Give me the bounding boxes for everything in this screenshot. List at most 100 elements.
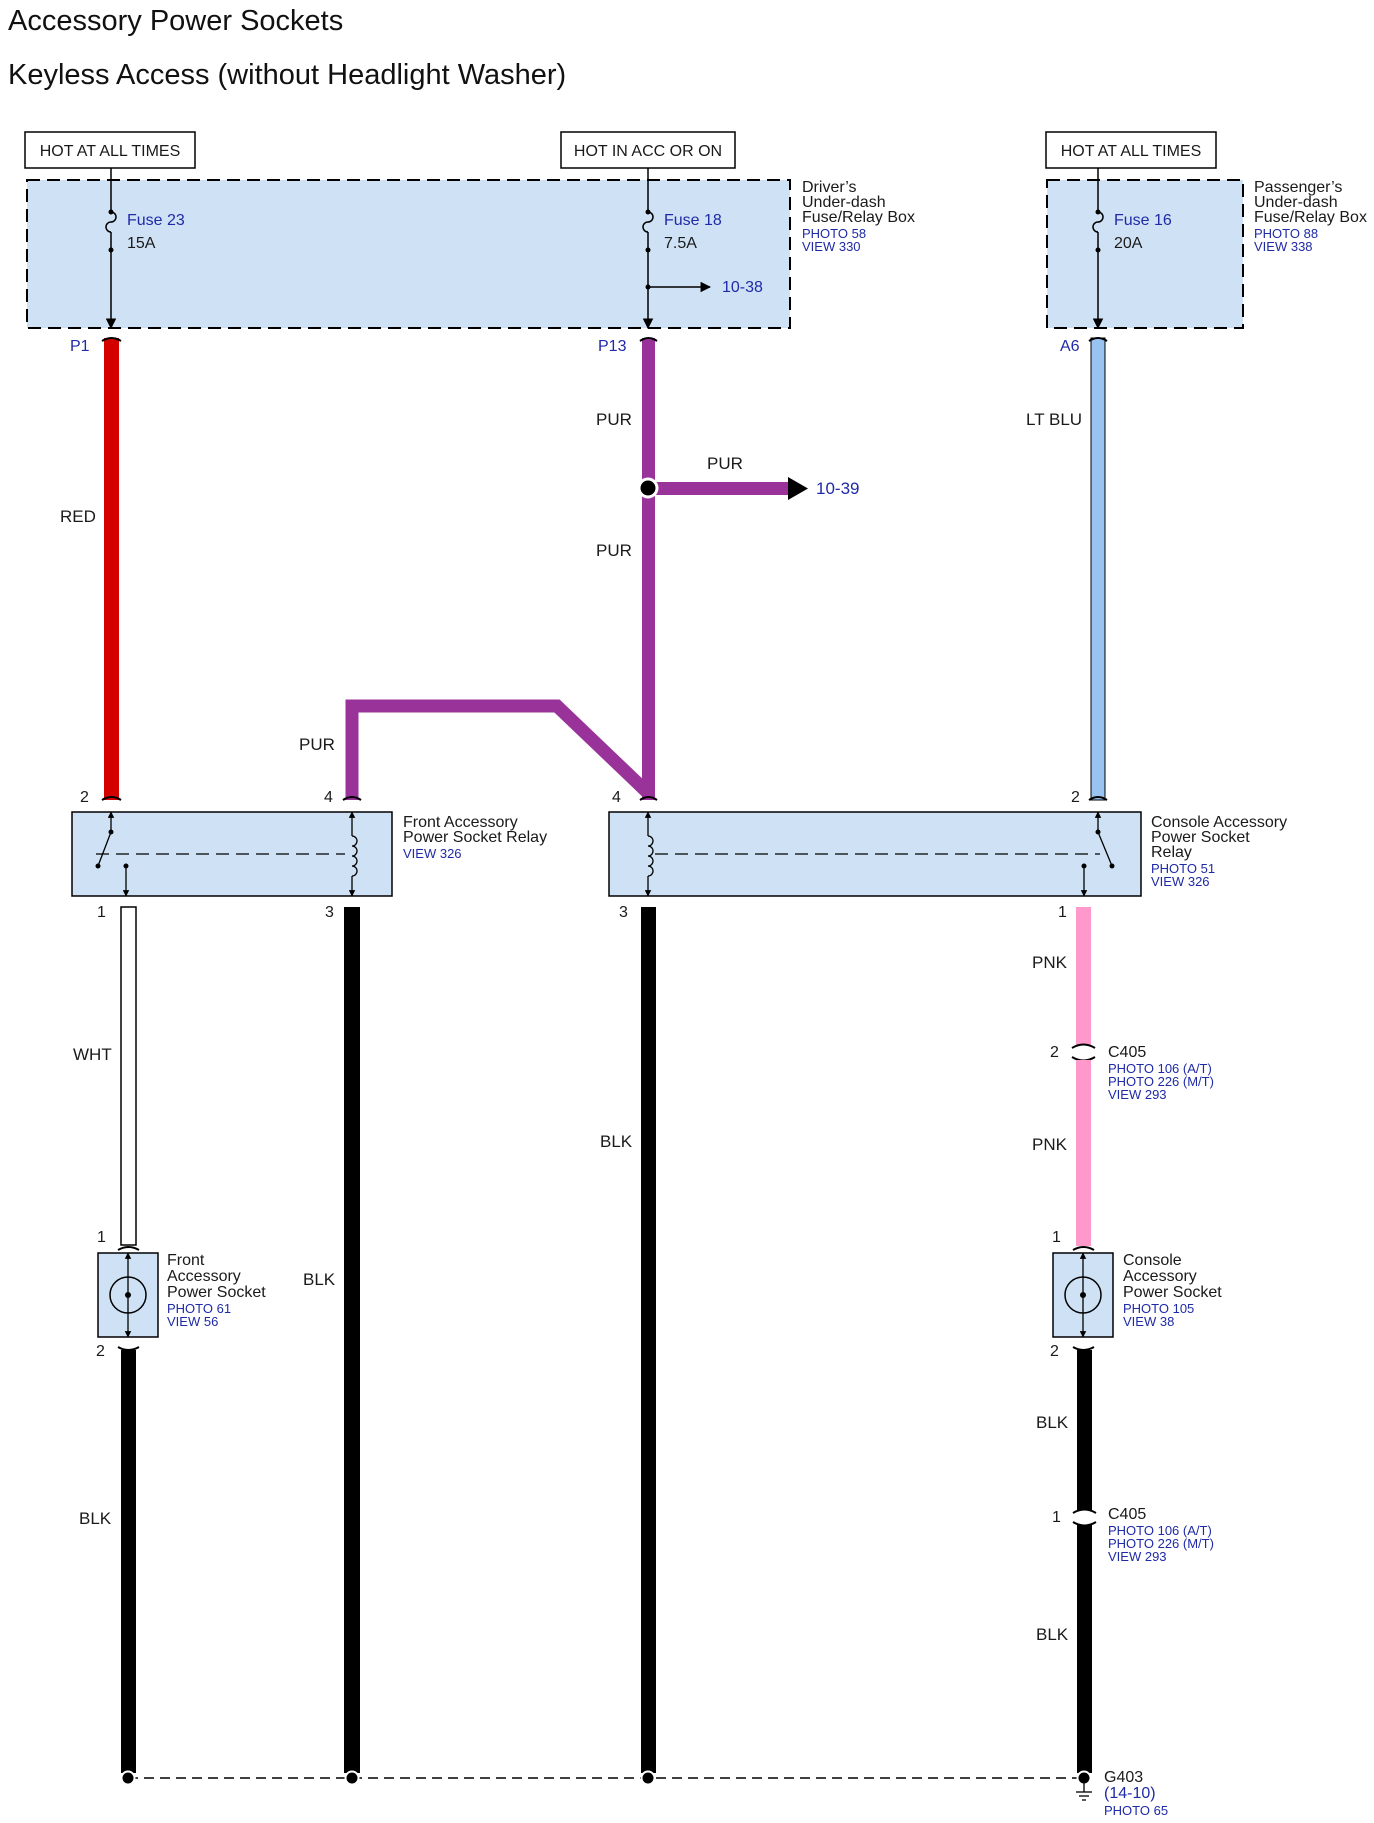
ground-ref: (14-10) xyxy=(1104,1785,1156,1802)
wire-label-pur-lower: PUR xyxy=(596,541,632,560)
svg-text:VIEW 293: VIEW 293 xyxy=(1108,1087,1167,1102)
console-relay-pin-2: 2 xyxy=(1071,789,1080,806)
svg-text:Accessory: Accessory xyxy=(167,1268,241,1285)
page-title: Accessory Power Sockets xyxy=(8,5,343,37)
svg-text:PHOTO 88: PHOTO 88 xyxy=(1254,226,1318,241)
svg-text:Power Socket: Power Socket xyxy=(167,1284,266,1301)
console-power-socket: Console Accessory Power Socket PHOTO 105… xyxy=(1052,1252,1222,1338)
svg-text:PHOTO 58: PHOTO 58 xyxy=(802,226,866,241)
svg-text:Under-dash: Under-dash xyxy=(1254,194,1338,211)
svg-text:Power Socket: Power Socket xyxy=(1123,1284,1222,1301)
ground-bus xyxy=(120,1770,1092,1801)
svg-text:Passenger’s: Passenger’s xyxy=(1254,179,1342,196)
fuse-18-label: Fuse 18 xyxy=(664,212,722,229)
svg-text:C405: C405 xyxy=(1108,1044,1146,1061)
wire-black-console-upper xyxy=(1077,1350,1092,1510)
console-socket-pin-2: 2 xyxy=(1050,1343,1059,1360)
connector-caps-top xyxy=(101,337,1108,801)
svg-text:PHOTO 106 (A/T): PHOTO 106 (A/T) xyxy=(1108,1523,1212,1538)
wire-label-blk-front-socket: BLK xyxy=(79,1509,112,1528)
svg-text:PHOTO 226 (M/T): PHOTO 226 (M/T) xyxy=(1108,1536,1214,1551)
front-relay-pin-3: 3 xyxy=(325,904,334,921)
svg-text:1: 1 xyxy=(1052,1509,1061,1526)
wire-label-blk-relay1: BLK xyxy=(303,1270,336,1289)
wire-black-front-relay xyxy=(344,907,360,1773)
wire-red xyxy=(104,338,119,800)
svg-text:PHOTO 61: PHOTO 61 xyxy=(167,1301,231,1316)
wire-white xyxy=(120,906,137,1246)
svg-text:PHOTO 51: PHOTO 51 xyxy=(1151,861,1215,876)
front-relay-pin-2: 2 xyxy=(80,789,89,806)
svg-text:Front: Front xyxy=(167,1252,205,1269)
front-relay-pin-1: 1 xyxy=(97,904,106,921)
svg-text:Console: Console xyxy=(1123,1252,1182,1269)
fuse-16-label: Fuse 16 xyxy=(1114,212,1172,229)
svg-text:Console Accessory: Console Accessory xyxy=(1151,814,1287,831)
fuse-23-rating: 15A xyxy=(127,235,156,252)
terminal-p1: P1 xyxy=(70,338,90,355)
fuse-18-rating: 7.5A xyxy=(664,235,697,252)
console-relay-pin-4: 4 xyxy=(612,789,621,806)
wire-label-blk-console-upper: BLK xyxy=(1036,1413,1069,1432)
console-relay-pin-3: 3 xyxy=(619,904,628,921)
ground-photo: PHOTO 65 xyxy=(1104,1803,1168,1818)
svg-text:Accessory: Accessory xyxy=(1123,1268,1197,1285)
power-label-right: HOT AT ALL TIMES xyxy=(1045,131,1217,169)
fuse-16-rating: 20A xyxy=(1114,235,1143,252)
wire-black-front-socket xyxy=(121,1350,136,1773)
front-relay: Front Accessory Power Socket Relay VIEW … xyxy=(71,811,547,897)
wire-pink-lower xyxy=(1076,1060,1091,1246)
wire-label-lt-blu: LT BLU xyxy=(1026,410,1082,429)
svg-text:PHOTO 105: PHOTO 105 xyxy=(1123,1301,1194,1316)
wire-label-pnk-upper: PNK xyxy=(1032,953,1068,972)
wire-label-pnk-lower: PNK xyxy=(1032,1135,1068,1154)
wire-purple-jog xyxy=(345,699,653,800)
page-subtitle: Keyless Access (without Headlight Washer… xyxy=(8,59,566,91)
svg-text:HOT AT ALL TIMES: HOT AT ALL TIMES xyxy=(40,143,181,160)
wire-black-console-lower xyxy=(1077,1525,1092,1773)
svg-text:Under-dash: Under-dash xyxy=(802,194,886,211)
front-relay-pin-4: 4 xyxy=(324,789,333,806)
ground-g403: G403 xyxy=(1104,1769,1143,1786)
svg-text:Power Socket Relay: Power Socket Relay xyxy=(403,829,547,846)
terminal-p13: P13 xyxy=(598,338,627,355)
wire-lt-blue xyxy=(1090,337,1106,801)
front-power-socket: Front Accessory Power Socket PHOTO 61 VI… xyxy=(97,1252,266,1338)
passengers-fuse-box: Fuse 16 20A Passenger’s Under-dash Fuse/… xyxy=(1046,168,1367,330)
power-label-left: HOT AT ALL TIMES xyxy=(24,131,196,169)
console-relay: Console Accessory Power Socket Relay PHO… xyxy=(608,811,1287,897)
svg-text:Relay: Relay xyxy=(1151,844,1192,861)
wire-purple-branch xyxy=(648,482,788,495)
svg-text:VIEW 56: VIEW 56 xyxy=(167,1314,218,1329)
svg-text:Fuse/Relay Box: Fuse/Relay Box xyxy=(1254,209,1367,226)
wire-pink-upper xyxy=(1076,907,1091,1045)
console-socket-pin-1: 1 xyxy=(1052,1229,1061,1246)
svg-text:HOT AT ALL TIMES: HOT AT ALL TIMES xyxy=(1061,143,1202,160)
connector-c405-upper: 2 C405 PHOTO 106 (A/T) PHOTO 226 (M/T) V… xyxy=(1050,1043,1214,1102)
wire-label-wht: WHT xyxy=(73,1045,112,1064)
svg-text:VIEW 338: VIEW 338 xyxy=(1254,239,1313,254)
connector-c405-lower: 1 C405 PHOTO 106 (A/T) PHOTO 226 (M/T) V… xyxy=(1052,1506,1214,1564)
wire-label-red: RED xyxy=(60,507,96,526)
drivers-fuse-box: Fuse 23 15A 10-38 Fuse 18 7.5A Driver’s … xyxy=(26,168,915,330)
svg-text:Power Socket: Power Socket xyxy=(1151,829,1250,846)
wire-label-pur-left: PUR xyxy=(299,735,335,754)
svg-text:HOT IN ACC OR ON: HOT IN ACC OR ON xyxy=(574,143,722,160)
branch-ref-10-39: 10-39 xyxy=(816,479,859,498)
wire-label-blk-console-lower: BLK xyxy=(1036,1625,1069,1644)
wire-label-blk-relay2: BLK xyxy=(600,1132,633,1151)
svg-text:VIEW 326: VIEW 326 xyxy=(1151,874,1210,889)
svg-text:Fuse/Relay Box: Fuse/Relay Box xyxy=(802,209,915,226)
svg-text:C405: C405 xyxy=(1108,1506,1146,1523)
fuse-23-label: Fuse 23 xyxy=(127,212,185,229)
terminal-a6: A6 xyxy=(1060,338,1080,355)
wire-label-pur-upper: PUR xyxy=(596,410,632,429)
console-relay-pin-1: 1 xyxy=(1058,904,1067,921)
wire-label-pur-branch: PUR xyxy=(707,454,743,473)
svg-text:VIEW 293: VIEW 293 xyxy=(1108,1549,1167,1564)
svg-text:Driver’s: Driver’s xyxy=(802,179,857,196)
wire-purple-main xyxy=(642,338,655,800)
svg-text:Front Accessory: Front Accessory xyxy=(403,814,518,831)
front-socket-pin-2: 2 xyxy=(96,1343,105,1360)
